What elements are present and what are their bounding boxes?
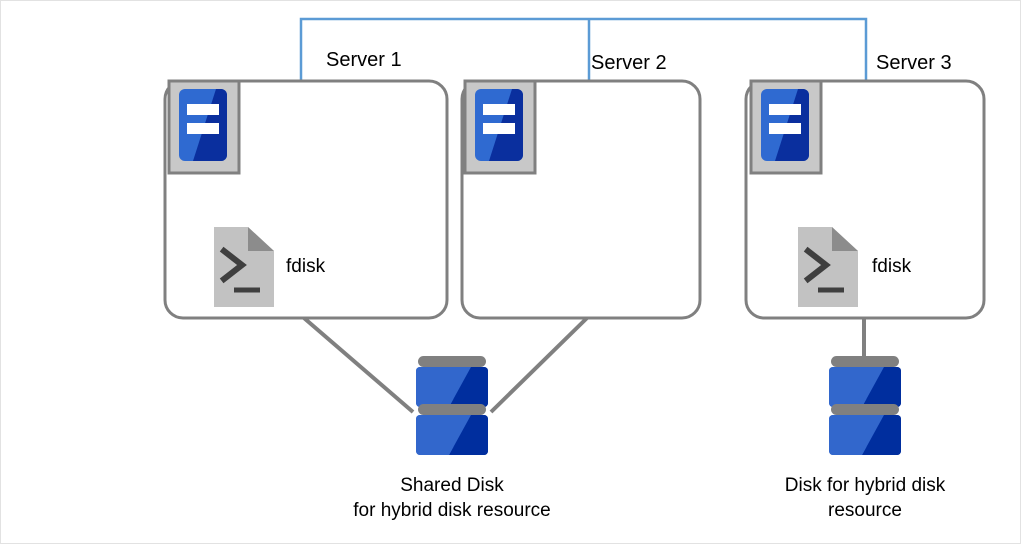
server-2-label: Server 2 [591,52,667,74]
hybrid-disk-caption-line2: resource [828,500,902,521]
connector-server2-shared-disk [489,316,589,414]
fdisk-label-server-3: fdisk [872,256,912,277]
disk-stack-icon [416,356,488,455]
server-3-label: Server 3 [876,52,952,74]
shared-disk-caption-line1: Shared Disk [400,475,504,496]
server-icon [749,79,823,175]
shared-disk-caption-line2: for hybrid disk resource [353,500,551,521]
script-file-icon [798,227,858,307]
connector-lines [302,316,866,414]
fdisk-label-server-1: fdisk [286,256,326,277]
hybrid-disk-caption-line1: Disk for hybrid disk [784,475,946,496]
disk-stack-icon [829,356,901,455]
server-1-label: Server 1 [326,49,402,71]
network-bus [299,17,868,80]
connector-server1-shared-disk [302,316,415,414]
script-file-icon [214,227,274,307]
server-icon [463,79,537,175]
server-icon [167,79,241,175]
